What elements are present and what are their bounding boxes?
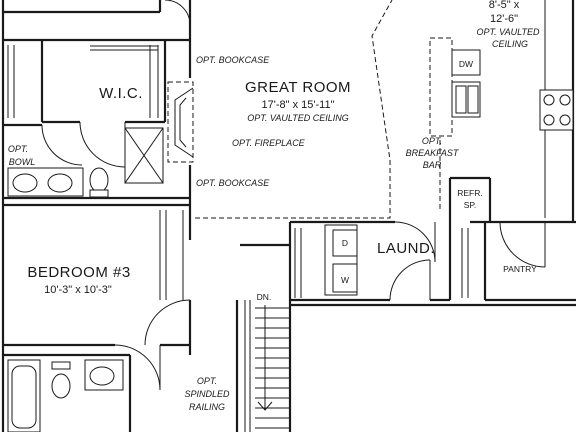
dw-label: DW	[459, 59, 473, 69]
wic-name: W.I.C.	[99, 85, 143, 102]
refr-label-line2: SP.	[464, 200, 477, 210]
kitchen-size-line1: 8'-5" x	[489, 0, 520, 11]
dryer-label: D	[342, 238, 348, 248]
railing-label-line1: OPT.	[197, 376, 217, 386]
pantry-name: PANTRY	[503, 264, 537, 274]
breakfast-label-line3: BAR	[423, 160, 442, 170]
bedroom3-size: 10'-3" x 10'-3"	[44, 284, 112, 296]
great-room-note: OPT. VAULTED CEILING	[247, 113, 349, 123]
fireplace-label: OPT. FIREPLACE	[232, 138, 306, 148]
bowl-label-line2: BOWL	[9, 157, 36, 167]
kitchen-size-line2: 12'-6"	[490, 13, 518, 25]
labels: GREAT ROOM 17'-8" x 15'-11" OPT. VAULTED…	[8, 0, 540, 412]
breakfast-label-line2: BREAKFAST	[406, 148, 460, 158]
bookcase-top-label: OPT. BOOKCASE	[196, 55, 270, 65]
bookcase-bottom-label: OPT. BOOKCASE	[196, 178, 270, 188]
laundry-name: LAUND.	[377, 240, 435, 257]
stair-treads	[244, 300, 290, 432]
railing-label-line3: RAILING	[189, 402, 225, 412]
breakfast-label-line1: OPT.	[422, 136, 442, 146]
great-room-size: 17'-8" x 15'-11"	[262, 99, 335, 111]
bedroom3-name: BEDROOM #3	[27, 264, 130, 281]
doors	[41, 0, 546, 391]
kitchen-note-line1: OPT. VAULTED	[476, 27, 540, 37]
washer-label: W	[341, 275, 349, 285]
kitchen-note-line2: CEILING	[492, 39, 528, 49]
fixtures	[7, 0, 574, 432]
bowl-label-line1: OPT.	[8, 144, 28, 154]
refr-label-line1: REFR.	[457, 188, 483, 198]
optional-lines	[167, 0, 453, 296]
railing-label-line2: SPINDLED	[184, 389, 230, 399]
stair-dn-label: DN.	[257, 292, 272, 302]
great-room-name: GREAT ROOM	[245, 79, 351, 96]
